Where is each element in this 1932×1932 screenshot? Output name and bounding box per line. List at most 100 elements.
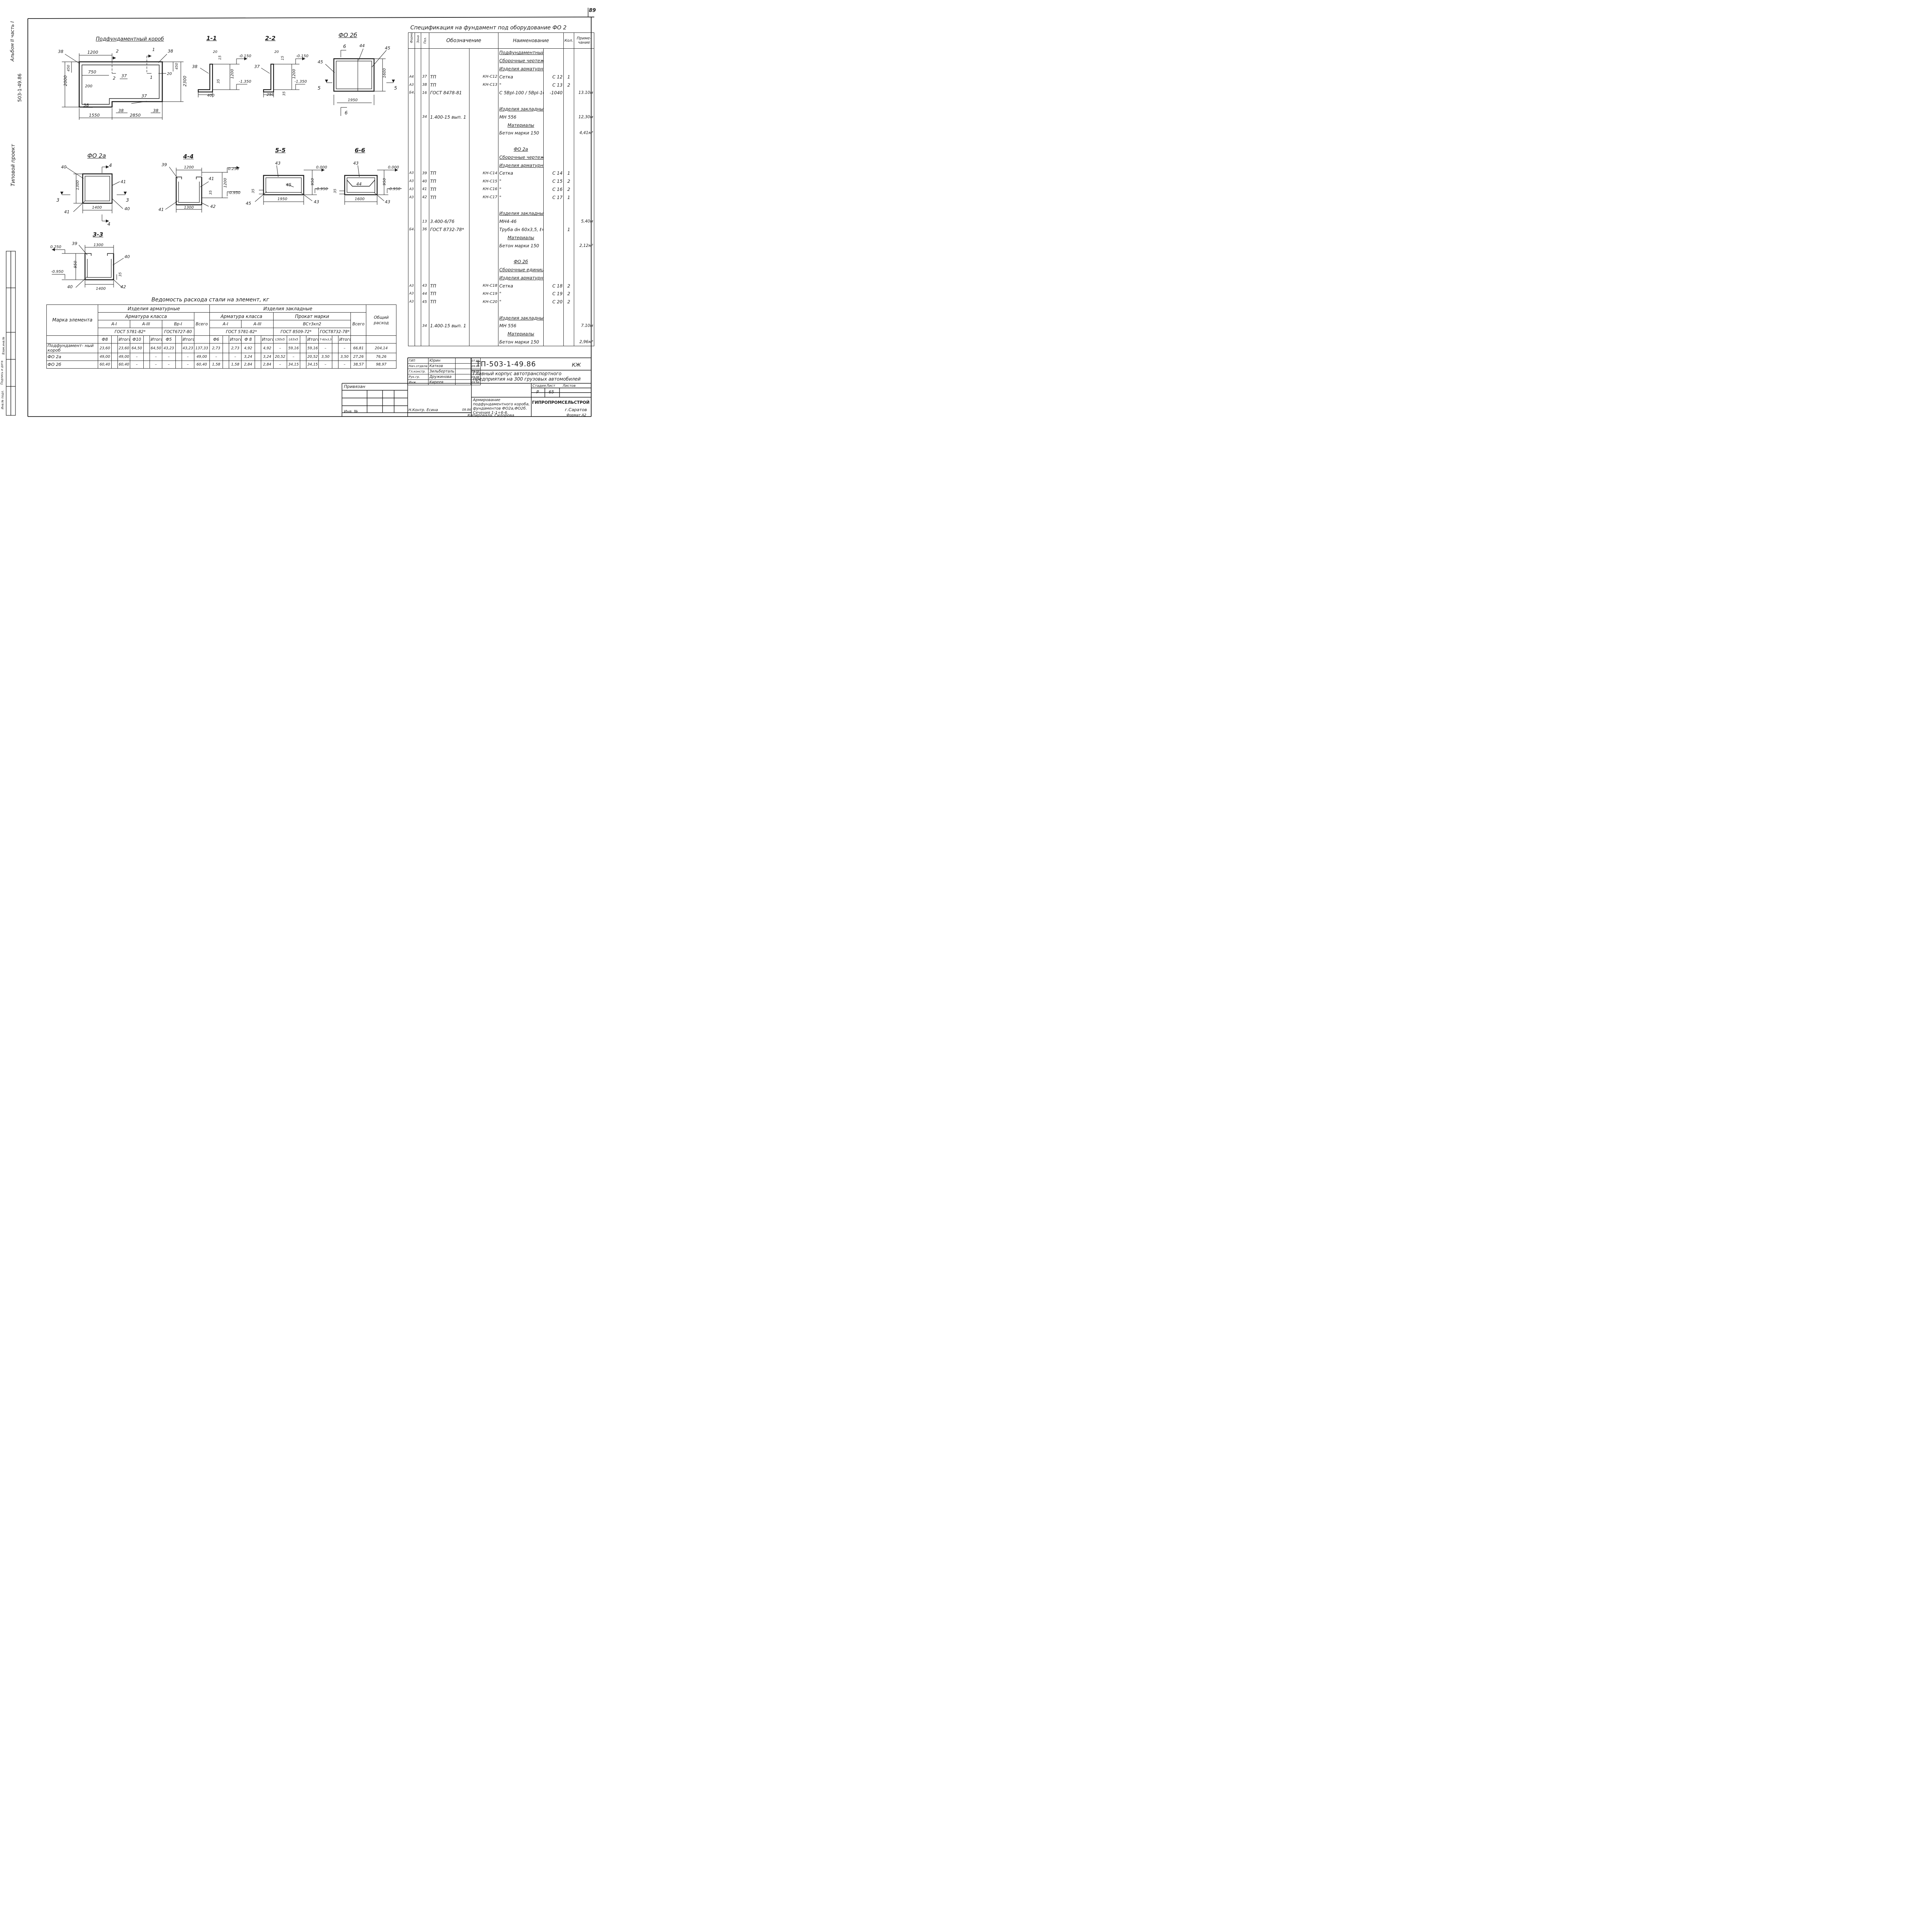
- spec-cell-zone: [414, 298, 422, 306]
- spec-cell-name: Сетка: [498, 282, 544, 290]
- box-cut-2b: 2: [113, 76, 116, 81]
- steel-c9: Ф 8: [241, 335, 255, 344]
- steel-h-a1: А-I: [98, 320, 131, 328]
- spec-cell-name-suffix: С 12: [543, 73, 564, 81]
- spec-cell-designation: [429, 137, 470, 145]
- fo2a-title: ФО 2а: [87, 152, 106, 159]
- stamp-n-kontr: Н.Контр.: [408, 408, 425, 412]
- spec-cell-format: А3: [408, 169, 415, 177]
- steel-cell: 64,50: [130, 343, 144, 353]
- spec-cell-zone: [414, 330, 422, 338]
- spec-cell-name: Изделия закладные: [498, 105, 544, 113]
- spec-cell-name-suffix: [543, 48, 564, 57]
- steel-cell: 98,97: [366, 361, 396, 369]
- fo2a-dim-1300: 1300: [76, 180, 80, 190]
- spec-cell-name: Изделия арматурные: [498, 274, 544, 282]
- spec-cell-name-suffix: С 13: [543, 81, 564, 89]
- spec-cell-note: [573, 177, 595, 185]
- stamp-role: Рук.гр.: [407, 374, 429, 380]
- side-project: Типовой проект: [10, 144, 17, 187]
- spec-cell-qty: [563, 249, 574, 258]
- steel-h-gost5781: ГОСТ 5781-82*: [98, 328, 162, 336]
- stamp-stage-h: Стадия: [532, 384, 546, 388]
- spec-cell-note: [573, 105, 595, 113]
- spec-cell-name: МН 556: [498, 113, 544, 121]
- box-plan: [62, 53, 184, 120]
- steel-h-gost8732: ГОСТ8732-78*: [318, 328, 351, 336]
- steel-h-overall: Общий расход: [366, 304, 396, 336]
- stamp-stage: Р: [536, 389, 539, 395]
- spec-cell-pos: 37: [421, 73, 430, 81]
- spec-cell-format: [408, 265, 415, 274]
- spec-cell-format: [408, 201, 415, 209]
- s66-pos-43a: 43: [353, 161, 359, 166]
- steel-cell: 59,16: [306, 343, 319, 353]
- fo2a-dim-1400: 1400: [92, 206, 102, 210]
- spec-cell-designation: ТП: [429, 282, 470, 290]
- spec-cell-qty: 2: [563, 177, 574, 185]
- spec-cell-name: Материалы: [498, 330, 544, 338]
- spec-cell-name: [498, 137, 544, 145]
- steel-h-rolled: Прокат марки: [273, 312, 351, 320]
- s33-title: 3-3: [93, 231, 104, 238]
- spec-cell-designation: [429, 153, 470, 162]
- side-stamp-vzam: Взам.инв.№: [2, 337, 5, 355]
- spec-cell-designation: [429, 65, 470, 73]
- spec-cell-qty: [563, 242, 574, 250]
- spec-row: Сборочные чертежи: [408, 56, 595, 65]
- s22-dim-35: 35: [282, 91, 286, 96]
- spec-cell-designation: ТП: [429, 185, 470, 194]
- spec-cell-designation-code: [469, 217, 499, 226]
- spec-cell-designation-code: КН-С18: [469, 282, 499, 290]
- spec-cell-name: [498, 249, 544, 258]
- steel-c11: L50х5: [273, 335, 287, 344]
- spec-cell-pos: [421, 330, 430, 338]
- spec-cell-qty: [563, 201, 574, 209]
- spec-cell-note: [573, 137, 595, 145]
- section-1-1: [197, 58, 247, 97]
- spec-cell-qty: [563, 217, 574, 226]
- steel-cell: 20,52: [306, 353, 319, 361]
- spec-cell-zone: [414, 209, 422, 218]
- spec-cell-qty: 2: [563, 185, 574, 194]
- spec-cell-qty: [563, 56, 574, 65]
- spec-cell-name: ": [498, 177, 544, 185]
- spec-cell-format: [408, 121, 415, 129]
- spec-cell-zone: [414, 161, 422, 169]
- stamp-role-signature: [455, 374, 471, 380]
- spec-cell-zone: [414, 217, 422, 226]
- spec-cell-zone: [414, 145, 422, 153]
- s55-dim-950: 950: [311, 178, 315, 185]
- spec-cell-format: А3: [408, 193, 415, 202]
- spec-row: Материалы: [408, 121, 595, 129]
- spec-cell-name-suffix: [543, 201, 564, 209]
- spec-cell-note: [573, 121, 595, 129]
- spec-cell-pos: [421, 265, 430, 274]
- spec-cell-designation-code: [469, 330, 499, 338]
- spec-cell-format: А3: [408, 185, 415, 194]
- spec-cell-designation: ТП: [429, 81, 470, 89]
- spec-cell-designation: ТП: [429, 73, 470, 81]
- spec-cell-zone: [414, 97, 422, 105]
- spec-cell-pos: [421, 242, 430, 250]
- s55-pos-45a: 45: [286, 182, 291, 187]
- spec-cell-name-suffix: [543, 274, 564, 282]
- spec-cell-designation-code: [469, 338, 499, 347]
- steel-c7: Ф6: [209, 335, 223, 344]
- spec-cell-qty: [563, 265, 574, 274]
- steel-cell: [300, 353, 307, 361]
- steel-h-arm-class: Арматура класса: [98, 312, 194, 320]
- spec-cell-note: 4,41м³: [573, 129, 595, 137]
- spec-row: Изделия арматурные: [408, 65, 595, 73]
- s44-pos-39: 39: [162, 162, 167, 167]
- spec-cell-name: Материалы: [498, 121, 544, 129]
- box-pos-38a: 38: [58, 49, 63, 54]
- spec-row: [408, 306, 595, 314]
- spec-cell-format: [408, 306, 415, 314]
- spec-cell-name: Изделия закладные: [498, 314, 544, 322]
- spec-cell-designation-code: [469, 257, 499, 266]
